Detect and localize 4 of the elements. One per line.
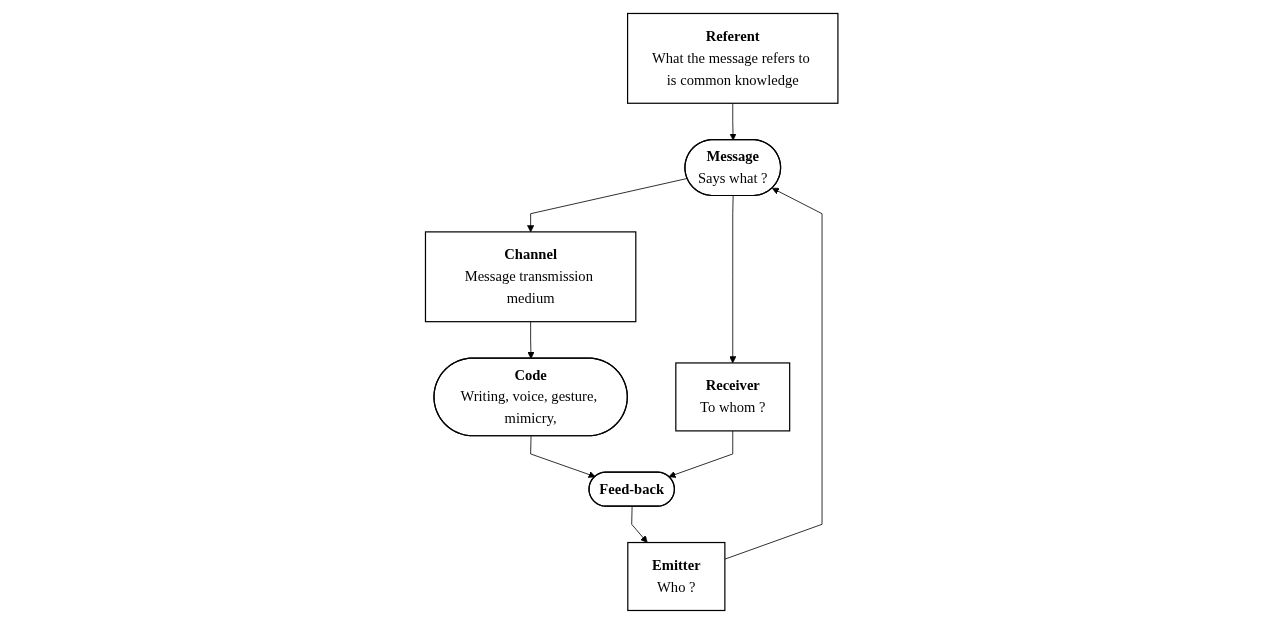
node-box: Referent What the message refers to is common knowledge — [627, 12, 839, 104]
node-box: Emitter Who ? — [627, 541, 726, 611]
node-box: Receiver To whom ? — [675, 361, 791, 431]
node-box: Channel Message transmission medium — [425, 230, 637, 322]
